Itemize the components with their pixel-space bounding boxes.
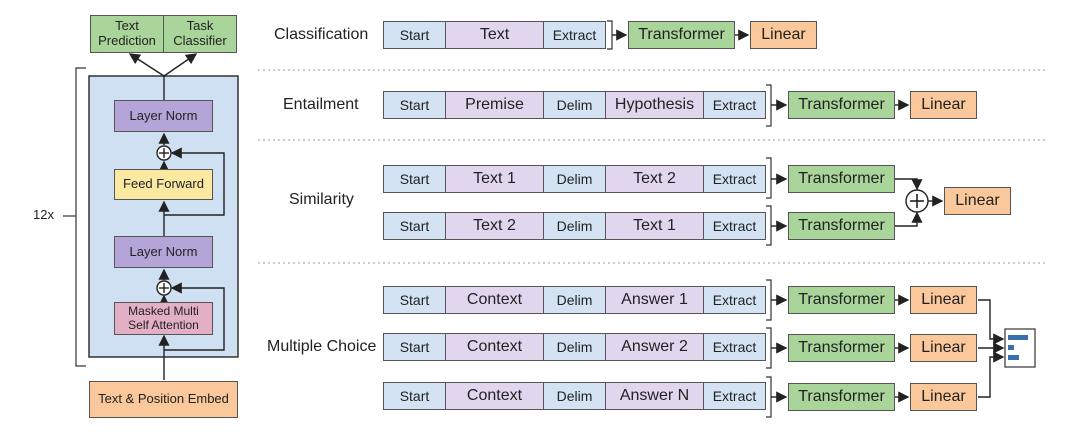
token-extract: Extract: [703, 212, 766, 240]
linear-block: Linear: [910, 334, 977, 362]
similarity-sequence-1: Start Text 1 Delim Text 2 Extract: [383, 165, 766, 193]
transformer-block: Transformer: [788, 286, 895, 314]
token-delim: Delim: [543, 333, 606, 361]
token-extract: Extract: [703, 165, 766, 193]
add-circle-icon: [905, 189, 929, 213]
token-start: Start: [383, 286, 446, 314]
token-premise: Premise: [445, 91, 544, 119]
transformer-block: Transformer: [788, 91, 895, 119]
feed-forward: Feed Forward: [114, 169, 213, 200]
token-answer: Answer N: [605, 382, 704, 410]
token-extract: Extract: [703, 333, 766, 361]
add-circle-icon: [156, 280, 172, 296]
repeat-bracket: [75, 67, 86, 367]
linear-block: Linear: [910, 286, 977, 314]
token-text-b: Text 2: [605, 165, 704, 193]
token-answer: Answer 1: [605, 286, 704, 314]
linear-block: Linear: [910, 383, 977, 411]
linear-block: Linear: [944, 187, 1011, 215]
masked-self-attention: Masked Multi Self Attention: [114, 302, 213, 335]
linear-block: Linear: [750, 21, 817, 49]
transformer-block: Transformer: [628, 21, 735, 49]
choice-sequence-n: Start Context Delim Answer N Extract: [383, 382, 766, 410]
entailment-sequence: Start Premise Delim Hypothesis Extract: [383, 91, 766, 119]
token-start: Start: [383, 333, 446, 361]
layer-norm-top: Layer Norm: [114, 100, 213, 132]
transformer-block: Transformer: [788, 334, 895, 362]
repeat-count-label: 12x: [33, 207, 54, 222]
token-delim: Delim: [543, 382, 606, 410]
task-label-multiple-choice: Multiple Choice: [267, 338, 377, 355]
token-context: Context: [445, 382, 544, 410]
token-delim: Delim: [543, 165, 606, 193]
transformer-block: Transformer: [788, 212, 895, 240]
token-extract: Extract: [703, 382, 766, 410]
token-text-b: Text 1: [605, 212, 704, 240]
token-context: Context: [445, 333, 544, 361]
token-text: Text: [445, 21, 544, 49]
token-extract: Extract: [703, 91, 766, 119]
classification-sequence: Start Text Extract: [383, 21, 606, 49]
linear-block: Linear: [910, 91, 977, 119]
token-delim: Delim: [543, 91, 606, 119]
task-label-classification: Classification: [274, 26, 369, 43]
layer-norm-bottom: Layer Norm: [114, 236, 213, 268]
task-label-entailment: Entailment: [283, 96, 359, 113]
token-text-a: Text 1: [445, 165, 544, 193]
token-context: Context: [445, 286, 544, 314]
token-answer: Answer 2: [605, 333, 704, 361]
transformer-block: Transformer: [788, 383, 895, 411]
token-start: Start: [383, 21, 446, 49]
token-extract: Extract: [703, 286, 766, 314]
similarity-sequence-2: Start Text 2 Delim Text 1 Extract: [383, 212, 766, 240]
token-text-a: Text 2: [445, 212, 544, 240]
token-delim: Delim: [543, 286, 606, 314]
softmax-bars-icon: [1004, 328, 1036, 368]
token-start: Start: [383, 382, 446, 410]
text-position-embed: Text & Position Embed: [89, 381, 238, 418]
token-start: Start: [383, 91, 446, 119]
token-extract: Extract: [543, 21, 606, 49]
token-start: Start: [383, 165, 446, 193]
token-start: Start: [383, 212, 446, 240]
choice-sequence-2: Start Context Delim Answer 2 Extract: [383, 333, 766, 361]
add-circle-icon: [156, 145, 172, 161]
task-classifier-head: Task Classifier: [163, 15, 237, 53]
token-delim: Delim: [543, 212, 606, 240]
token-hypothesis: Hypothesis: [605, 91, 704, 119]
text-prediction-head: Text Prediction: [90, 15, 164, 53]
choice-sequence-1: Start Context Delim Answer 1 Extract: [383, 286, 766, 314]
task-label-similarity: Similarity: [289, 191, 354, 208]
transformer-block: Transformer: [788, 165, 895, 193]
